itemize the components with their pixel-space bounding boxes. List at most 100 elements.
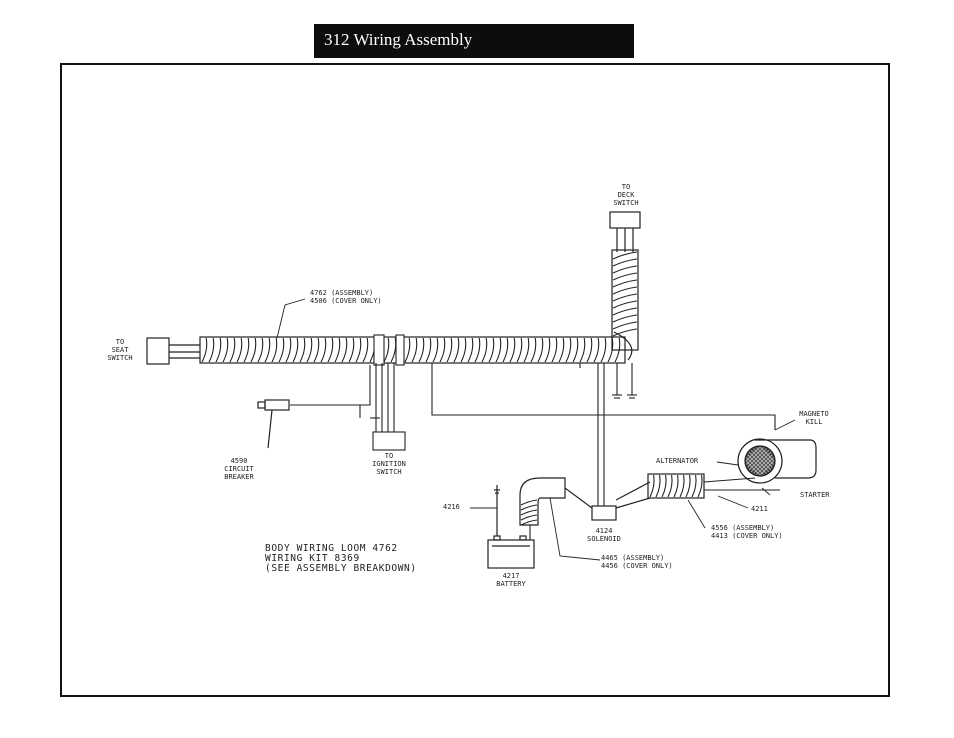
coil-stripe: [612, 265, 638, 274]
ignition-switch-label: TO IGNITION SWITCH: [364, 452, 414, 476]
mesh-line: [759, 447, 774, 475]
coil-stripe: [572, 337, 579, 363]
coil-stripe: [612, 328, 638, 337]
coil-stripe: [390, 337, 397, 363]
coil-stripe: [586, 337, 593, 363]
coil-stripe: [362, 337, 369, 363]
coil-stripe: [327, 337, 334, 363]
coil-stripe: [537, 337, 544, 363]
coil-stripe: [236, 337, 243, 363]
circuit-breaker-circuit: CIRCUIT: [224, 465, 254, 473]
coil-collar: [395, 334, 405, 366]
battery-label: 4217 BATTERY: [486, 572, 536, 588]
coil-stripe: [222, 337, 229, 363]
mesh-line: [759, 447, 774, 475]
coil-stripe: [432, 337, 439, 363]
coil-stripe: [201, 337, 208, 363]
coil-stripe: [446, 337, 453, 363]
seat-switch-label: TO SEAT SWITCH: [100, 338, 140, 362]
seat-switch-connector: [146, 337, 200, 365]
magneto-kill-label: MAGNETO KILL: [792, 410, 836, 426]
coil-stripe: [565, 337, 572, 363]
coil-stripe: [453, 337, 460, 363]
coil-stripe: [612, 272, 638, 281]
ignition-to: TO: [384, 452, 394, 460]
part-4211-label: 4211: [751, 505, 768, 513]
solenoid-label: 4124 SOLENOID: [580, 527, 628, 543]
coil-stripe: [612, 321, 638, 330]
diagram-frame: [60, 63, 890, 697]
coil-stripe: [481, 337, 488, 363]
coil-stripe: [502, 337, 509, 363]
cover-4456: 4456 (COVER ONLY): [601, 562, 673, 570]
title-bar: 312 Wiring Assembly: [314, 24, 634, 58]
assembly-4465-label: 4465 (ASSEMBLY) 4456 (COVER ONLY): [601, 554, 673, 570]
assembly-4762: 4762 (ASSEMBLY): [310, 289, 374, 297]
coil-stripe: [544, 337, 551, 363]
coil-stripe: [257, 337, 264, 363]
coil-stripe: [612, 314, 638, 323]
assembly-4465: 4465 (ASSEMBLY): [601, 554, 665, 562]
coil-stripe: [516, 337, 523, 363]
alternator-coil: [647, 473, 780, 499]
mesh-line: [746, 447, 765, 475]
mesh-line: [746, 447, 769, 475]
coil-stripe: [520, 514, 538, 521]
coil-stripe: [278, 337, 285, 363]
coil-stripe: [673, 474, 679, 498]
coil-stripe: [229, 337, 236, 363]
cover-4413: 4413 (COVER ONLY): [711, 532, 783, 540]
assembly-4556-label: 4556 (ASSEMBLY) 4413 (COVER ONLY): [711, 524, 783, 540]
coil-stripe: [418, 337, 425, 363]
coil-stripe: [612, 300, 638, 309]
coil-stripe: [520, 504, 538, 511]
coil-stripe: [320, 337, 327, 363]
deck-switch-deck: DECK: [617, 191, 635, 199]
mesh-line: [746, 447, 761, 475]
battery-text: BATTERY: [496, 580, 526, 588]
circuit-breaker-part: 4590: [230, 457, 248, 465]
ignition-switch: SWITCH: [376, 468, 402, 476]
coil-stripe: [612, 293, 638, 302]
coil-stripe: [285, 337, 292, 363]
coil-stripe: [655, 474, 661, 498]
assembly-4556: 4556 (ASSEMBLY): [711, 524, 775, 532]
deck-switch-connector: [609, 211, 641, 252]
seat-switch-to: TO: [115, 338, 125, 346]
solenoid-part: 4124: [595, 527, 613, 535]
ignition-wires: [290, 363, 406, 451]
loom-caption-line-2: WIRING KIT 8369: [265, 553, 360, 564]
coil-stripe: [661, 474, 667, 498]
coil-stripe: [612, 258, 638, 267]
coil-stripe: [264, 337, 271, 363]
solenoid: [591, 481, 651, 521]
coil-stripe: [292, 337, 299, 363]
circuit-breaker-label: 4590 CIRCUIT BREAKER: [216, 457, 262, 481]
coil-stripe: [306, 337, 313, 363]
kill-text: KILL: [805, 418, 823, 426]
coil-stripe: [509, 337, 516, 363]
coil-stripe: [530, 337, 537, 363]
coil-stripe: [600, 337, 607, 363]
alternator-label: ALTERNATOR: [656, 457, 699, 465]
seat-switch-seat: SEAT: [111, 346, 129, 354]
magneto: [737, 438, 817, 484]
coil-stripe: [299, 337, 306, 363]
mesh-line: [755, 447, 774, 475]
coil-stripe: [383, 337, 390, 363]
coil-collar: [373, 334, 385, 366]
coil-stripe: [685, 474, 691, 498]
coil-stripe: [439, 337, 446, 363]
coil-stripe: [612, 307, 638, 316]
coil-stripe: [460, 337, 467, 363]
coil-stripe: [691, 474, 697, 498]
coil-stripe: [411, 337, 418, 363]
mesh-line: [751, 447, 774, 475]
coil-stripe: [612, 279, 638, 288]
coil-stripe: [341, 337, 348, 363]
coil-stripe: [612, 251, 638, 260]
coil-stripe: [243, 337, 250, 363]
circuit-breaker: [257, 399, 290, 449]
leader-lines: [276, 298, 796, 561]
